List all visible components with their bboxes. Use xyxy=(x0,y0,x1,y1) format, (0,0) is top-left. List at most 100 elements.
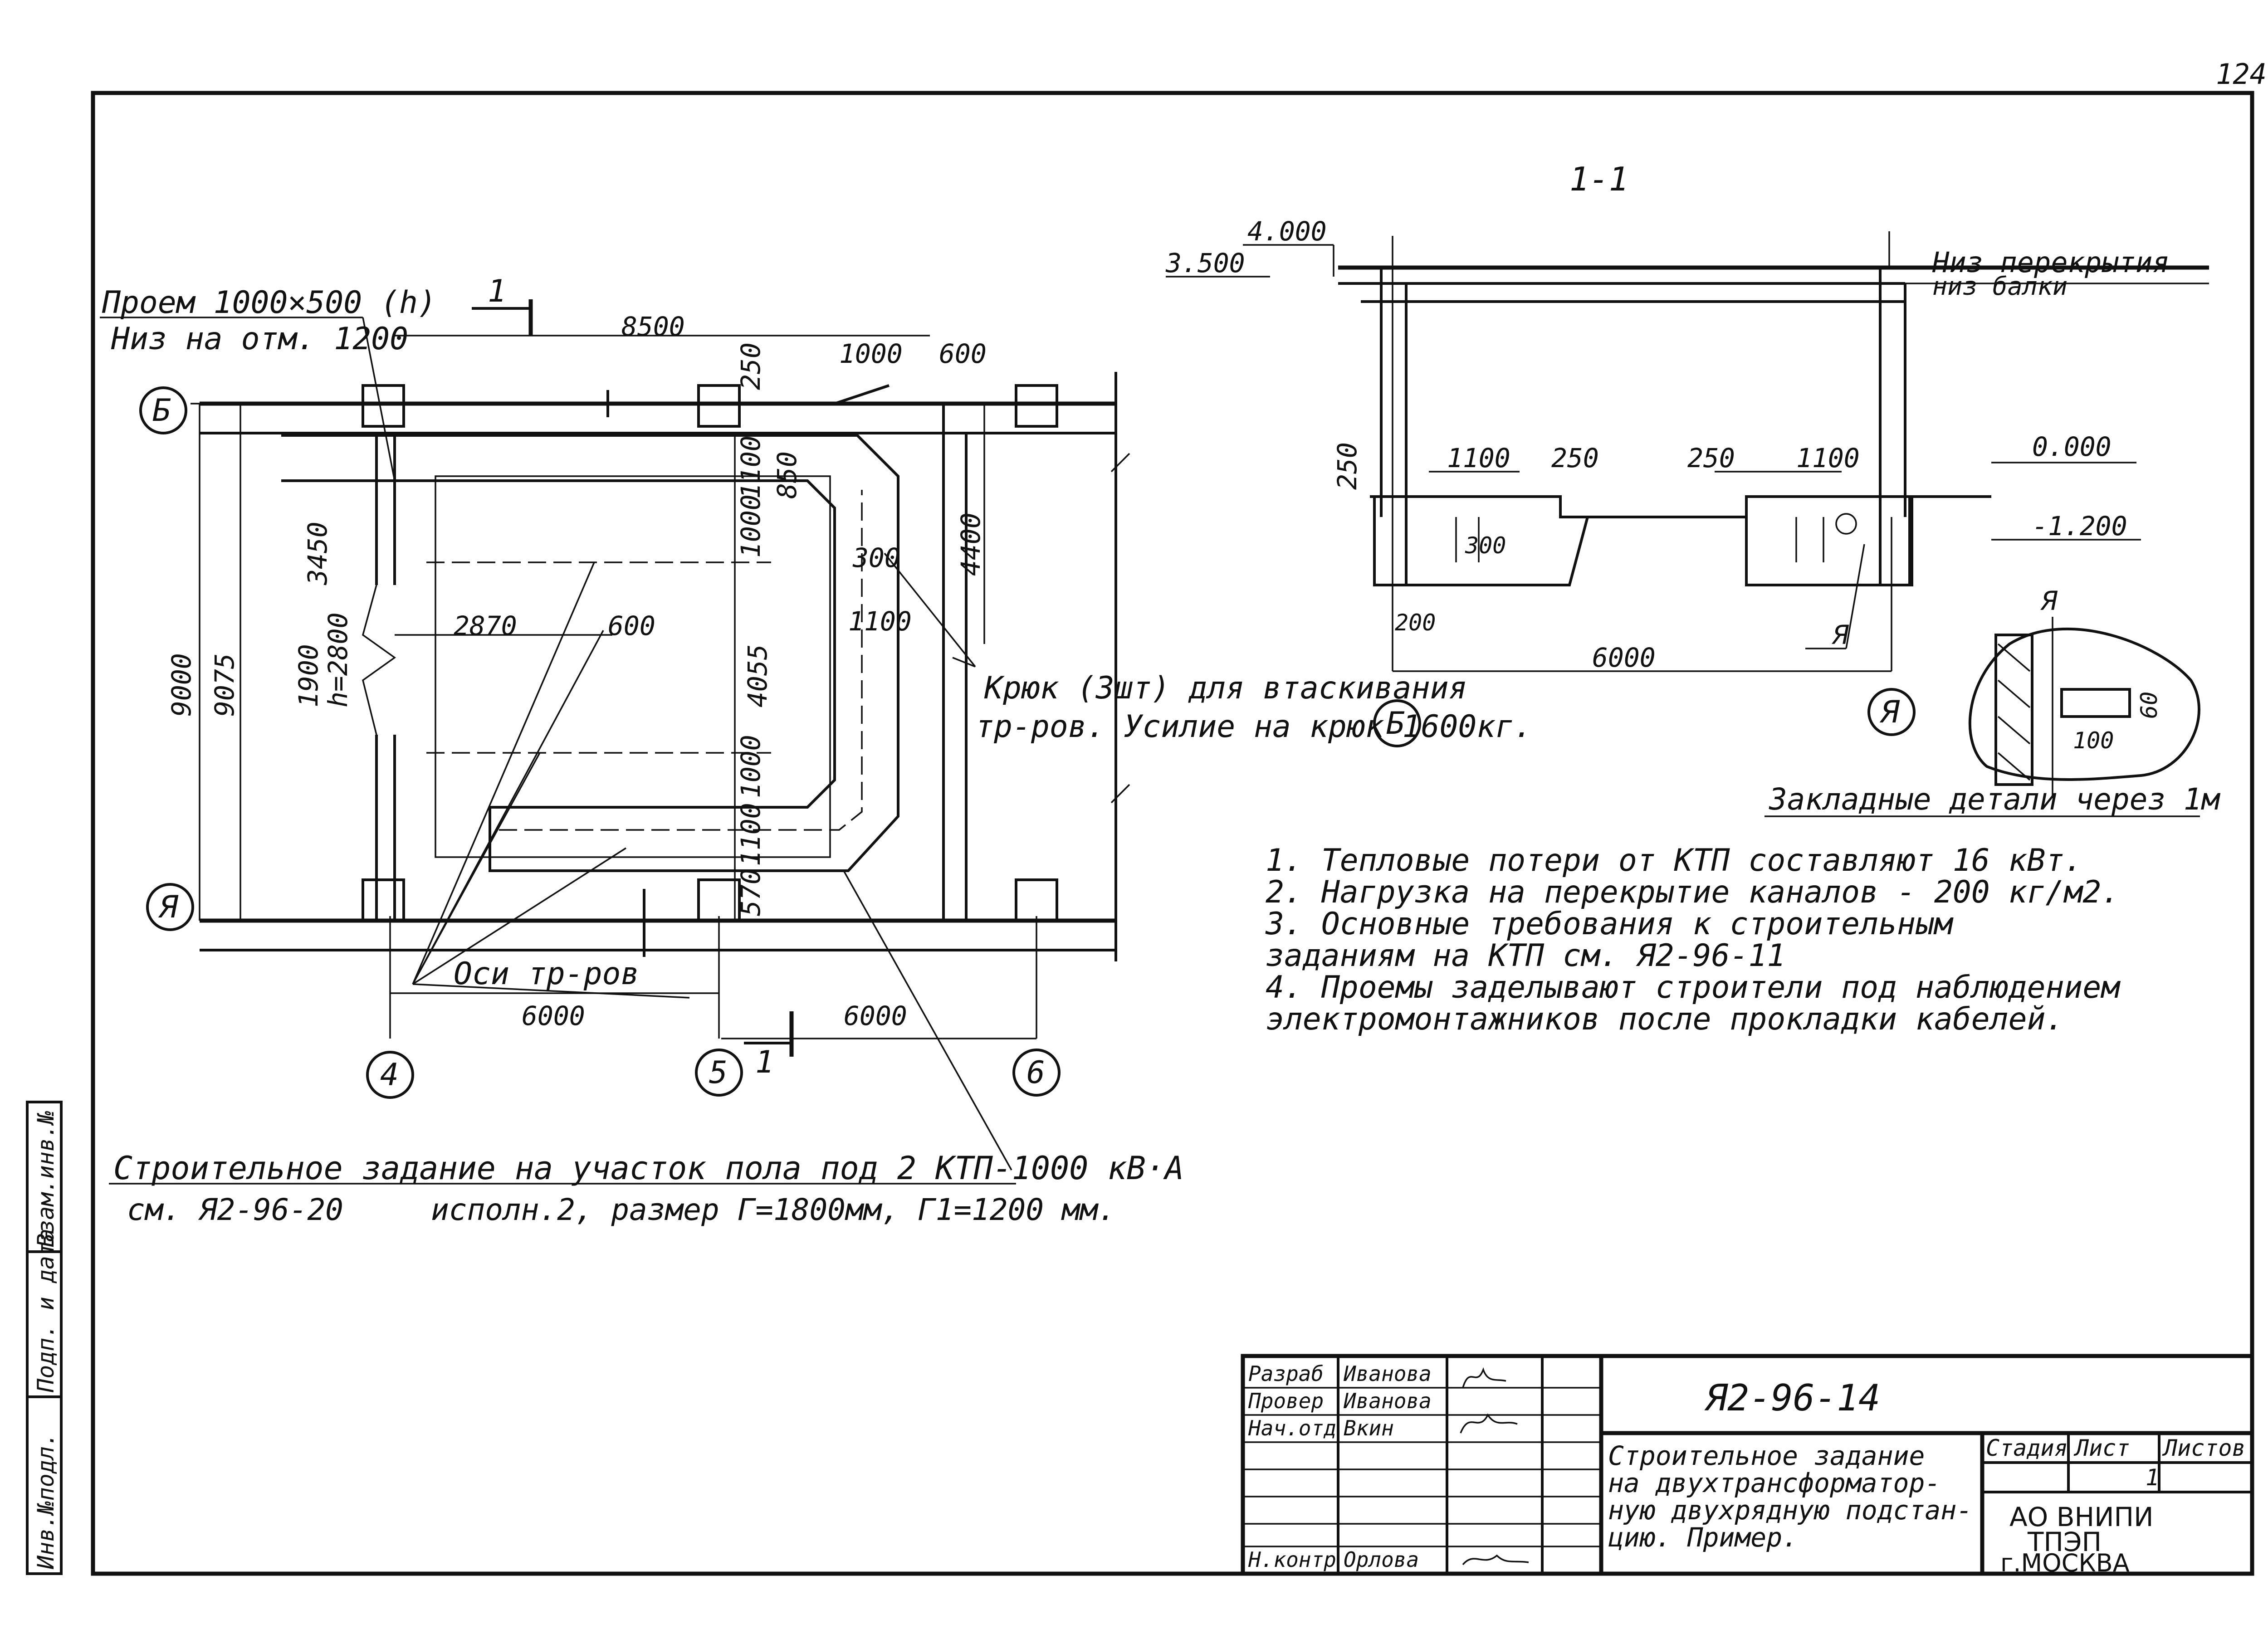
strip-sign-label: Подп. и дата xyxy=(33,1229,59,1393)
left-strip: Инв.№подл. Подп. и дата Взам.инв.№ xyxy=(26,1101,63,1575)
task-line2a: см. Я2-96-20 xyxy=(127,1192,343,1227)
org-line-2: ТПЭП xyxy=(2027,1527,2102,1557)
note-3b: заданиям на КТП см. Я2-96-11 xyxy=(1266,938,1785,974)
sec-dim-6000: 6000 xyxy=(1592,642,1656,673)
section-axis-label-b: Б xyxy=(1386,706,1405,741)
sec-dim-1100-left: 1100 xyxy=(1447,443,1510,473)
signature-2 xyxy=(1460,1413,1518,1434)
dim-300: 300 xyxy=(852,542,900,573)
pipe-symbol xyxy=(1835,513,1857,535)
desc-line-2: на двухтрансформатор- xyxy=(1608,1468,1941,1498)
section-mark: 1-1 xyxy=(1569,160,1628,198)
level-minus-1200: -1.200 xyxy=(2032,511,2127,541)
dim-4055: 4055 xyxy=(742,644,773,707)
sec-dim-300: 300 xyxy=(1465,532,1506,559)
cut-mark-top: 1 xyxy=(488,273,506,309)
axis-label-6: 6 xyxy=(1026,1055,1045,1091)
note-1: 1. Тепловые потери от КТП составляют 16 … xyxy=(1266,843,2082,878)
sec-dim-250-b: 250 xyxy=(1551,443,1599,473)
dim-1000-low: 1000 xyxy=(735,735,766,798)
tb-name-1: Иванова xyxy=(1343,1361,1432,1386)
section-axis-bubble-b xyxy=(1373,699,1421,747)
sheet-number: 124 xyxy=(2216,58,2267,91)
desc-line-4: цию. Пример. xyxy=(1608,1522,1798,1553)
dim-1100: 1100 xyxy=(735,435,766,499)
beam-bottom-label: низ балки xyxy=(1932,272,2068,301)
sec-dim-250-c: 250 xyxy=(1687,443,1735,473)
hdr-stage: Стадия xyxy=(1986,1435,2068,1461)
note-4a: 4. Проемы заделывают строители под наблю… xyxy=(1266,970,2121,1005)
opening-note-line2: Низ на отм. 1200 xyxy=(111,321,408,357)
task-line2b: исполн.2, размер Г=1800мм, Г1=1200 мм. xyxy=(431,1192,1116,1227)
note-2: 2. Нагрузка на перекрытие каналов - 200 … xyxy=(1266,874,2120,910)
signature-3 xyxy=(1462,1554,1529,1566)
doc-code: Я2-96-14 xyxy=(1704,1377,1880,1419)
dim-3450: 3450 xyxy=(302,522,333,585)
dim-600-mid: 600 xyxy=(608,610,655,641)
sec-dim-1100-right: 1100 xyxy=(1796,443,1860,473)
dim-1000-top: 1000 xyxy=(839,338,903,369)
section-drawing: 1-1 3.500 4.000 0. xyxy=(1165,160,2209,747)
dim-600-top: 600 xyxy=(939,338,987,369)
dim-h2800: h=2800 xyxy=(323,612,353,707)
dim-1000-mid: 1000 xyxy=(735,494,766,558)
axis-bubble-6 xyxy=(1012,1049,1061,1097)
dim-6000-right: 6000 xyxy=(844,1000,907,1031)
strip-replace-label: Взам.инв.№ xyxy=(33,1111,59,1247)
desc-line-1: Строительное задание xyxy=(1608,1440,1925,1471)
hook-note-line1: Крюк (3шт) для втаскивания xyxy=(984,670,1467,706)
sheet-value: 1 xyxy=(2146,1464,2159,1491)
dim-9000: 9000 xyxy=(166,653,197,717)
axis-bubble-b xyxy=(139,386,187,434)
axis-bubble-ya xyxy=(146,883,194,931)
cut-mark-bottom: 1 xyxy=(755,1044,774,1080)
tb-role-2: Провер xyxy=(1248,1389,1324,1413)
sec-dim-200: 200 xyxy=(1395,610,1436,636)
tb-role-7: Н.контр xyxy=(1248,1547,1336,1572)
section-axis-label-ya: Я xyxy=(1879,694,1900,730)
hook-note-line2: тр-ров. Усилие на крюк 1600кг. xyxy=(975,709,1532,745)
dim-250: 250 xyxy=(735,342,766,390)
dim-1100-low: 1100 xyxy=(735,803,766,866)
dim-570: 570 xyxy=(735,868,766,916)
dim-2870: 2870 xyxy=(454,610,517,641)
axis-label-4: 4 xyxy=(380,1057,399,1093)
axis-bubble-4 xyxy=(366,1051,414,1099)
axis-label-ya: Я xyxy=(158,889,179,925)
strip-inv-label: Инв.№подл. xyxy=(33,1433,59,1570)
section-axis-bubble-ya xyxy=(1867,688,1916,736)
level-0000: 0.000 xyxy=(2032,431,2112,462)
general-notes: 1. Тепловые потери от КТП составляют 16 … xyxy=(1265,843,2121,1037)
signature-1 xyxy=(1462,1367,1506,1388)
desc-line-3: ную двухрядную подстан- xyxy=(1608,1495,1972,1526)
detail-mark: Я xyxy=(2040,585,2058,616)
note-4b: электромонтажников после прокладки кабел… xyxy=(1266,1001,2064,1037)
plan-drawing: 1 1 Проем 1000×500 (h) Низ на отм. 1200 … xyxy=(100,273,1532,1227)
axis-bubble-5 xyxy=(695,1049,743,1097)
dim-8500: 8500 xyxy=(621,311,685,342)
detail-dim-60: 60 xyxy=(2136,692,2162,719)
org-line-3: г.МОСКВА xyxy=(2000,1549,2130,1577)
sec-dim-250-vert: 250 xyxy=(1332,442,1363,490)
org-line-1: АО ВНИПИ xyxy=(2009,1502,2154,1532)
opening-note-line1: Проем 1000×500 (h) xyxy=(102,285,436,321)
tb-role-3: Нач.отд xyxy=(1248,1416,1336,1440)
tb-role-1: Разраб xyxy=(1248,1361,1324,1386)
hdr-sheets: Листов xyxy=(2162,1435,2246,1461)
tb-name-3: Вкин xyxy=(1344,1416,1394,1440)
pipe-axes-label: Оси тр-ров xyxy=(454,956,639,992)
level-4000: 4.000 xyxy=(1247,216,1327,247)
note-3a: 3. Основные требования к строительным xyxy=(1265,906,1954,942)
tb-name-2: Иванова xyxy=(1343,1389,1432,1413)
detail-caption: Закладные детали через 1м xyxy=(1769,782,2221,817)
title-block: Разраб Иванова Провер Иванова Нач.отд Вк… xyxy=(1241,1354,2254,1577)
dim-9075: 9075 xyxy=(209,653,240,717)
ceiling-bottom-label: Низ перекрытия xyxy=(1932,246,2170,279)
axis-label-b: Б xyxy=(152,393,171,429)
dim-1100-right: 1100 xyxy=(848,606,912,637)
dim-850: 850 xyxy=(772,451,802,499)
dim-6000-left: 6000 xyxy=(522,1000,585,1031)
detail-dim-100: 100 xyxy=(2073,727,2114,754)
tb-name-7: Орлова xyxy=(1344,1547,1419,1572)
